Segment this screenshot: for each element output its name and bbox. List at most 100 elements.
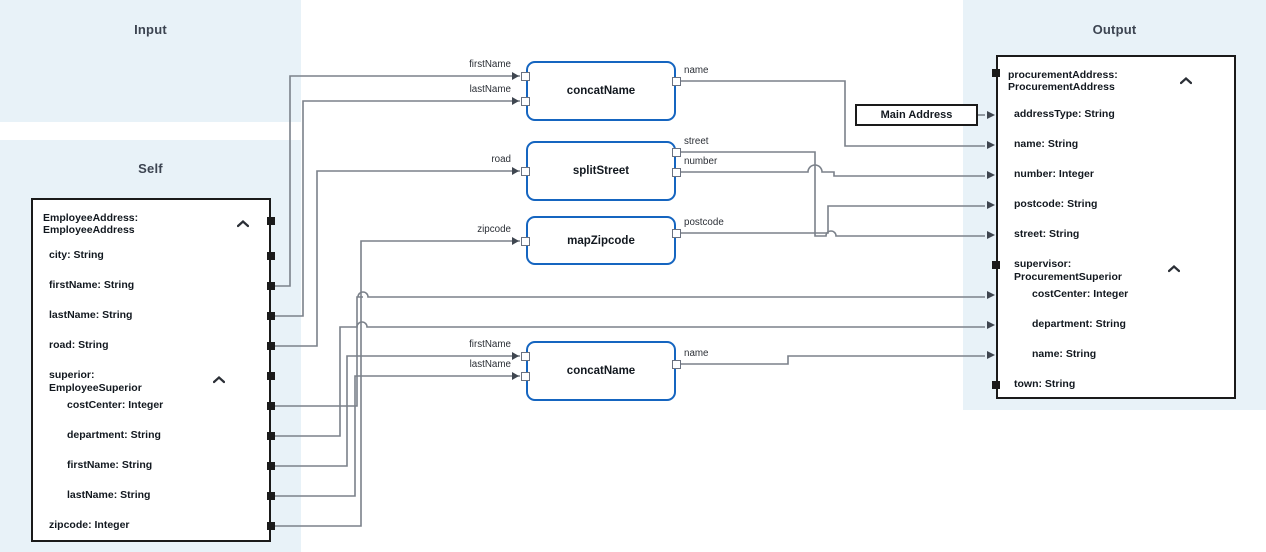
function-input-port-label: lastName [469, 359, 511, 370]
self-schema-root-port[interactable] [267, 217, 275, 225]
self-schema-field-label: department: String [67, 429, 161, 441]
function-label: concatName [566, 365, 636, 377]
output-schema-field-arrow-icon [987, 170, 995, 179]
function-input-port[interactable] [521, 71, 530, 81]
self-schema-field-port[interactable] [267, 522, 275, 530]
output-schema-root-port[interactable] [992, 69, 1000, 77]
output-schema-field-arrow-icon [987, 110, 995, 119]
output-schema-field-label: costCenter: Integer [1032, 288, 1129, 300]
output-schema-field-label: street: String [1014, 228, 1080, 240]
self-schema-field-port[interactable] [267, 312, 275, 320]
function-label: mapZipcode [567, 234, 635, 247]
function-output-port-label: name [684, 65, 709, 76]
self-schema-field-port[interactable] [267, 252, 275, 260]
self-schema-field-port[interactable] [267, 372, 275, 380]
self-schema-field-row[interactable]: costCenter: Integer [67, 399, 163, 412]
self-schema-field-port[interactable] [267, 432, 275, 440]
output-schema-field-label: number: Integer [1014, 168, 1094, 180]
zone-input: Input [0, 0, 301, 122]
output-schema-field-port[interactable] [992, 381, 1000, 389]
output-schema-field-row[interactable]: postcode: String [1014, 198, 1097, 211]
output-schema-field-label: name: String [1014, 138, 1079, 150]
self-schema-field-row[interactable]: lastName: String [67, 489, 150, 502]
output-schema-field-port[interactable] [992, 261, 1000, 269]
self-schema-box[interactable]: EmployeeAddress: EmployeeAddress [31, 198, 271, 542]
zone-input-title: Input [134, 22, 167, 37]
function-input-port[interactable] [521, 96, 530, 106]
self-schema-field-port[interactable] [267, 342, 275, 350]
self-schema-field-row[interactable]: superior: EmployeeSuperior [49, 369, 142, 394]
self-schema-field-label: lastName: String [49, 309, 133, 321]
function-input-port[interactable] [521, 236, 530, 246]
output-schema-field-label: addressType: String [1014, 108, 1115, 120]
output-schema-field-arrow-icon [987, 350, 995, 359]
output-schema-box[interactable]: procurementAddress: ProcurementAddress [996, 55, 1236, 399]
function-output-port-label: street [684, 136, 709, 147]
self-schema-field-row[interactable]: city: String [49, 249, 104, 262]
output-schema-field-row[interactable]: supervisor: ProcurementSuperior [1014, 258, 1122, 283]
function-output-port-label: name [684, 348, 709, 359]
self-schema-field-row[interactable]: lastName: String [49, 309, 132, 322]
self-schema-field-row[interactable]: road: String [49, 339, 109, 352]
self-schema-field-label: city: String [49, 249, 104, 261]
output-schema-field-label: name: String [1032, 348, 1097, 360]
function-input-port-label: road [491, 154, 511, 165]
chevron-up-icon[interactable] [1168, 265, 1180, 273]
output-schema-field-label: supervisor: ProcurementSuperior [1014, 258, 1122, 283]
function-output-port[interactable] [672, 167, 681, 177]
output-schema-field-arrow-icon [987, 230, 995, 239]
output-schema-field-row[interactable]: number: Integer [1014, 168, 1094, 181]
self-schema-field-port[interactable] [267, 282, 275, 290]
chevron-up-icon[interactable] [237, 220, 249, 228]
self-schema-field-port[interactable] [267, 462, 275, 470]
output-schema-field-row[interactable]: town: String [1014, 378, 1075, 391]
function-output-port[interactable] [672, 147, 681, 157]
function-input-arrow-icon [512, 237, 519, 245]
function-input-port[interactable] [521, 166, 530, 176]
self-schema-field-port[interactable] [267, 492, 275, 500]
function-output-port[interactable] [672, 228, 681, 238]
function-node-split-street[interactable]: splitStreet [526, 141, 676, 201]
chevron-up-icon[interactable] [213, 376, 225, 384]
self-schema-field-label: superior: EmployeeSuperior [49, 369, 142, 394]
self-schema-field-row[interactable]: department: String [67, 429, 161, 442]
function-node-concat-name-1[interactable]: concatName [526, 61, 676, 121]
function-input-port-label: zipcode [477, 224, 511, 235]
self-schema-title: EmployeeAddress: EmployeeAddress [43, 211, 139, 237]
constant-node-main-address[interactable]: Main Address [855, 104, 978, 126]
self-schema-field-label: costCenter: Integer [67, 399, 164, 411]
output-schema-field-row[interactable]: street: String [1014, 228, 1079, 241]
chevron-up-icon[interactable] [1180, 77, 1192, 85]
schema-title-row[interactable]: EmployeeAddress: EmployeeAddress [33, 210, 269, 238]
function-output-port[interactable] [672, 76, 681, 86]
output-schema-field-row[interactable]: addressType: String [1014, 108, 1115, 121]
output-schema-field-label: department: String [1032, 318, 1126, 330]
self-schema-field-port[interactable] [267, 402, 275, 410]
output-schema-field-row[interactable]: name: String [1032, 348, 1096, 361]
function-input-arrow-icon [512, 352, 519, 360]
output-schema-title: procurementAddress: ProcurementAddress [1008, 68, 1118, 94]
function-input-port[interactable] [521, 351, 530, 361]
self-schema-field-row[interactable]: firstName: String [49, 279, 134, 292]
output-schema-field-row[interactable]: department: String [1032, 318, 1126, 331]
output-schema-field-label: town: String [1014, 378, 1076, 390]
output-schema-field-row[interactable]: name: String [1014, 138, 1078, 151]
function-input-arrow-icon [512, 372, 519, 380]
function-node-map-zipcode[interactable]: mapZipcode [526, 216, 676, 265]
self-schema-field-row[interactable]: firstName: String [67, 459, 152, 472]
self-schema-field-label: firstName: String [49, 279, 135, 291]
function-input-arrow-icon [512, 97, 519, 105]
schema-title-row[interactable]: procurementAddress: ProcurementAddress [998, 67, 1234, 95]
self-schema-field-row[interactable]: zipcode: Integer [49, 519, 130, 532]
function-input-port[interactable] [521, 371, 530, 381]
function-input-arrow-icon [512, 167, 519, 175]
function-input-port-label: lastName [469, 84, 511, 95]
function-output-port[interactable] [672, 359, 681, 369]
output-schema-field-row[interactable]: costCenter: Integer [1032, 288, 1128, 301]
zone-self-title: Self [138, 161, 163, 176]
output-schema-field-arrow-icon [987, 290, 995, 299]
function-output-port-label: number [684, 156, 718, 167]
function-node-concat-name-2[interactable]: concatName [526, 341, 676, 401]
